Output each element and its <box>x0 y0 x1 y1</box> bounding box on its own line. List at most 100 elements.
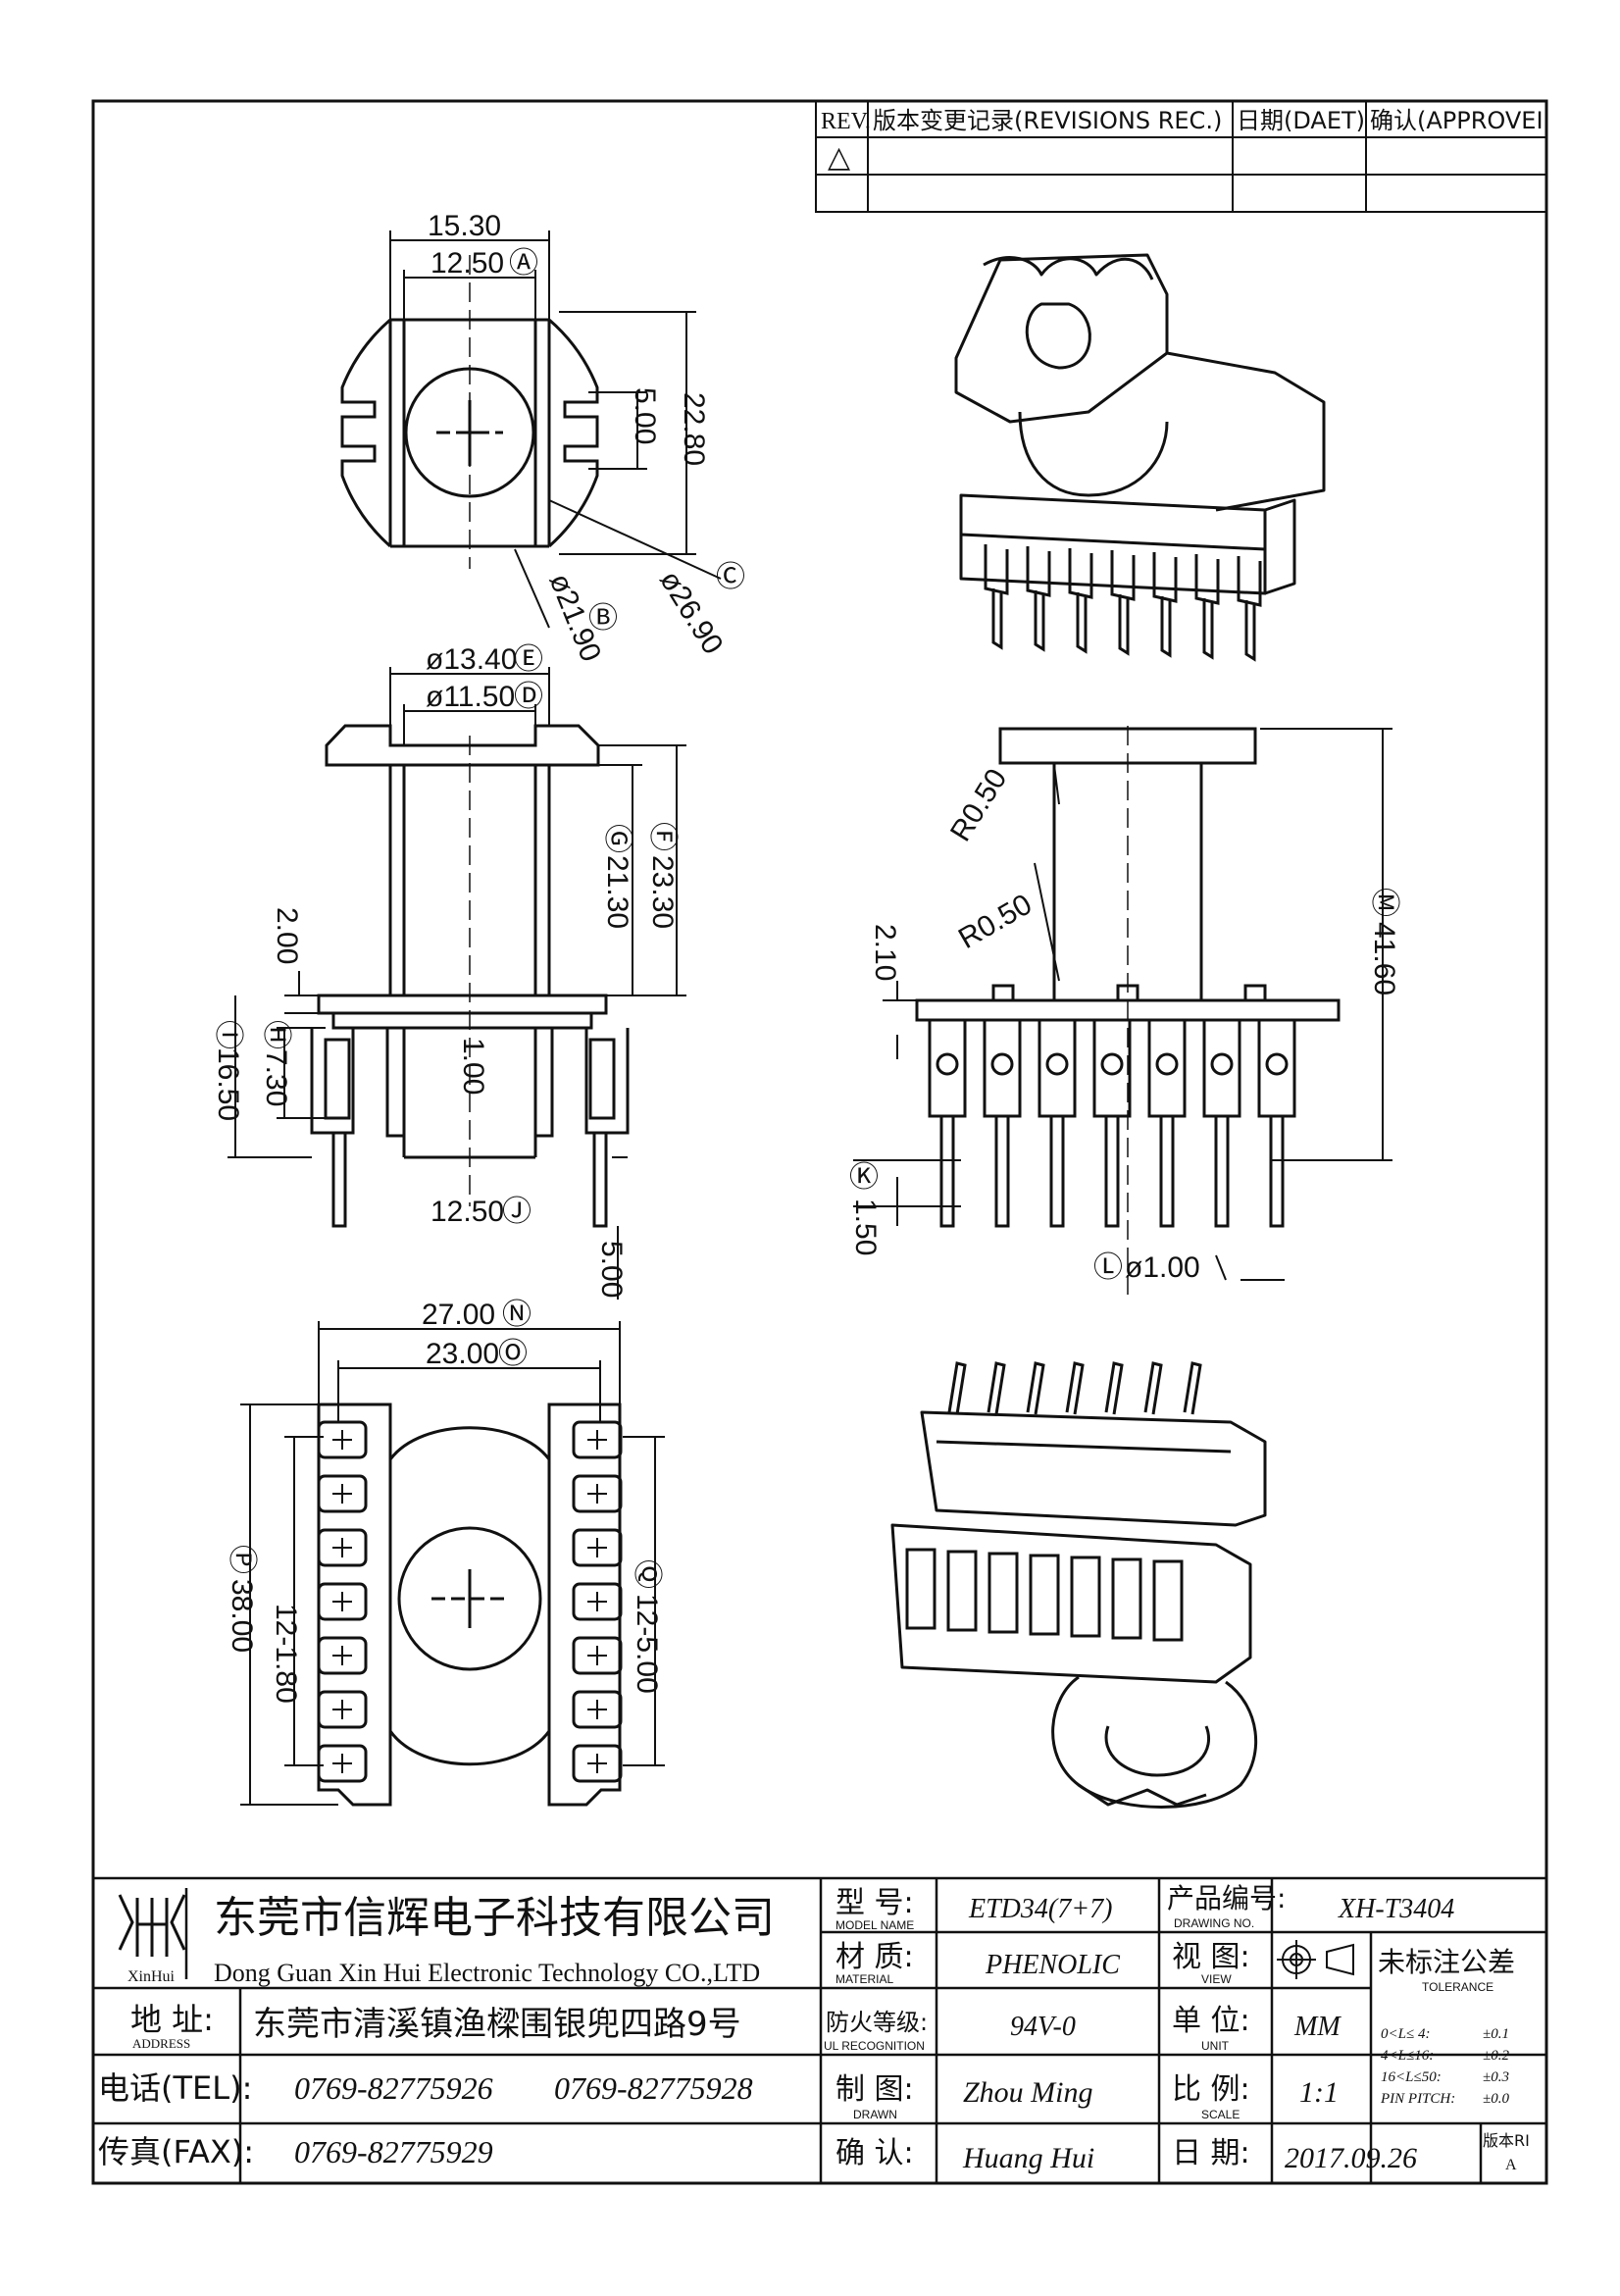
datum-g: Ⓖ <box>601 824 633 853</box>
side-pin-hole <box>1265 1052 1289 1076</box>
iso-bottom-pin-lead <box>947 1361 967 1415</box>
iso-bottom-pin-block <box>1070 1556 1101 1638</box>
right-pad <box>572 1636 623 1675</box>
side-pin-hole <box>1045 1052 1069 1076</box>
iso-bottom-pin-block <box>987 1552 1019 1634</box>
revision-triangle-symbol: △ <box>828 141 850 174</box>
tolerance-label-en: TOLERANCE <box>1422 1980 1493 1994</box>
view-label-cn: 视 图: <box>1172 1940 1250 1974</box>
side-pin-body <box>983 1018 1022 1118</box>
datum-i: Ⓘ <box>212 1020 244 1049</box>
side-pin-hole <box>1210 1052 1234 1076</box>
iso-bottom-pin-block <box>1152 1559 1184 1642</box>
ul-value: 94V-0 <box>1010 2012 1076 2042</box>
title-block-grid <box>91 1876 1548 2185</box>
iso-top-pin-block <box>984 544 1009 595</box>
right-pad-crosshair <box>587 1538 607 1557</box>
company-name-cn: 东莞市信辉电子科技有限公司 <box>214 1893 775 1943</box>
dim-12-1-80: 12-1.80 <box>270 1604 302 1704</box>
datum-p: Ⓟ <box>226 1545 258 1574</box>
left-pad-crosshair <box>332 1754 352 1773</box>
iso-top-pin-lead <box>1034 590 1045 652</box>
left-pad <box>317 1744 368 1783</box>
iso-top-pin-lead <box>1244 600 1256 662</box>
dim-5-00: 5.00 <box>629 387 661 444</box>
left-pad-crosshair <box>332 1700 352 1719</box>
iso-bottom-pin-lead <box>1026 1361 1045 1415</box>
isometric-view-bottom <box>890 1410 1267 1809</box>
tel-label: 电话(TEL): <box>98 2069 252 2107</box>
isometric-bottom-pins <box>905 1361 1202 1642</box>
left-pad <box>317 1636 368 1675</box>
side-pin-body <box>1092 1018 1132 1118</box>
bottom-view <box>317 1403 622 1807</box>
material-label-en: MATERIAL <box>835 1972 893 1986</box>
dim-41-60: 41.60 <box>1368 922 1400 995</box>
datum-n: Ⓝ <box>502 1299 532 1331</box>
dim-12-5-00: 12-5.00 <box>631 1594 663 1694</box>
iso-bottom-pin-lead <box>987 1361 1006 1415</box>
unit-label-en: UNIT <box>1201 2039 1230 2053</box>
dim-12-50: 12.50 <box>430 247 504 280</box>
drawn-value: Zhou Ming <box>963 2076 1093 2109</box>
revisions-header: 版本变更记录(REVISIONS REC.) <box>873 107 1222 134</box>
iso-top-pin-block <box>1194 554 1220 605</box>
logo-text: XinHui <box>127 1968 176 1985</box>
right-pad <box>572 1474 623 1513</box>
iso-bottom-pin-lead <box>1143 1361 1163 1415</box>
dim-dia-13-40: ø13.40 <box>426 643 517 676</box>
left-pad-crosshair <box>332 1538 352 1557</box>
left-pad <box>317 1690 368 1729</box>
side-pin-body <box>1202 1018 1241 1118</box>
datum-a: Ⓐ <box>509 247 538 280</box>
iso-top-pin-lead <box>1160 596 1172 658</box>
drawing-no-value: XH-T3404 <box>1338 1894 1454 1924</box>
company-logo <box>118 1894 186 1957</box>
right-pad <box>572 1744 623 1783</box>
drawing-no-label-cn: 产品编号: <box>1167 1882 1286 1914</box>
datum-l: Ⓛ <box>1093 1251 1123 1284</box>
version-value: A <box>1505 2157 1517 2173</box>
dim-23-00: 23.00 <box>426 1338 499 1370</box>
ul-label-cn: 防火等级: <box>826 2009 928 2036</box>
fax-label: 传真(FAX): <box>98 2133 254 2170</box>
side-pin-hole <box>1100 1052 1124 1076</box>
bottom-view-pads <box>317 1420 623 1783</box>
top-view <box>340 255 599 569</box>
left-pad-crosshair <box>332 1484 352 1504</box>
side-view-pins <box>928 1018 1296 1228</box>
tel-number-2: 0769-82775928 <box>554 2070 753 2106</box>
datum-h: Ⓗ <box>260 1020 292 1049</box>
drawn-label-en: DRAWN <box>853 2108 897 2121</box>
right-pad <box>572 1690 623 1729</box>
iso-top-pin-lead <box>1118 594 1130 656</box>
right-pad-crosshair <box>587 1430 607 1450</box>
right-pad <box>572 1528 623 1567</box>
iso-bottom-pin-lead <box>1183 1361 1202 1415</box>
iso-top-pin-block <box>1110 550 1136 601</box>
dim-7-30: 7.30 <box>260 1049 292 1106</box>
iso-top-pin-block <box>1068 548 1093 599</box>
front-view-dimension-lines <box>228 667 686 1300</box>
left-pad-crosshair <box>332 1430 352 1450</box>
right-pad-crosshair <box>587 1592 607 1611</box>
check-label-cn: 确 认: <box>835 2136 914 2170</box>
dim-27-00: 27.00 <box>422 1299 495 1331</box>
tol-range-1: 0<L≤ 4: <box>1381 2026 1430 2042</box>
datum-o: Ⓞ <box>498 1338 528 1370</box>
check-value: Huang Hui <box>962 2142 1094 2174</box>
side-pin-lead <box>939 1114 955 1228</box>
side-pin-hole <box>1155 1052 1179 1076</box>
datum-j: Ⓙ <box>502 1196 532 1228</box>
dim-15-30: 15.30 <box>428 210 501 242</box>
dim-2-10: 2.10 <box>869 924 901 981</box>
scale-value: 1:1 <box>1299 2076 1339 2109</box>
datum-c: Ⓒ <box>716 561 745 593</box>
side-pin-lead <box>1214 1114 1230 1228</box>
right-pad <box>572 1582 623 1621</box>
left-pad <box>317 1420 368 1459</box>
dim-dia-1-00: ø1.00 <box>1125 1251 1200 1284</box>
first-angle-projection-icon <box>1277 1940 1354 1979</box>
date-header: 日期(DAET) <box>1237 107 1365 134</box>
